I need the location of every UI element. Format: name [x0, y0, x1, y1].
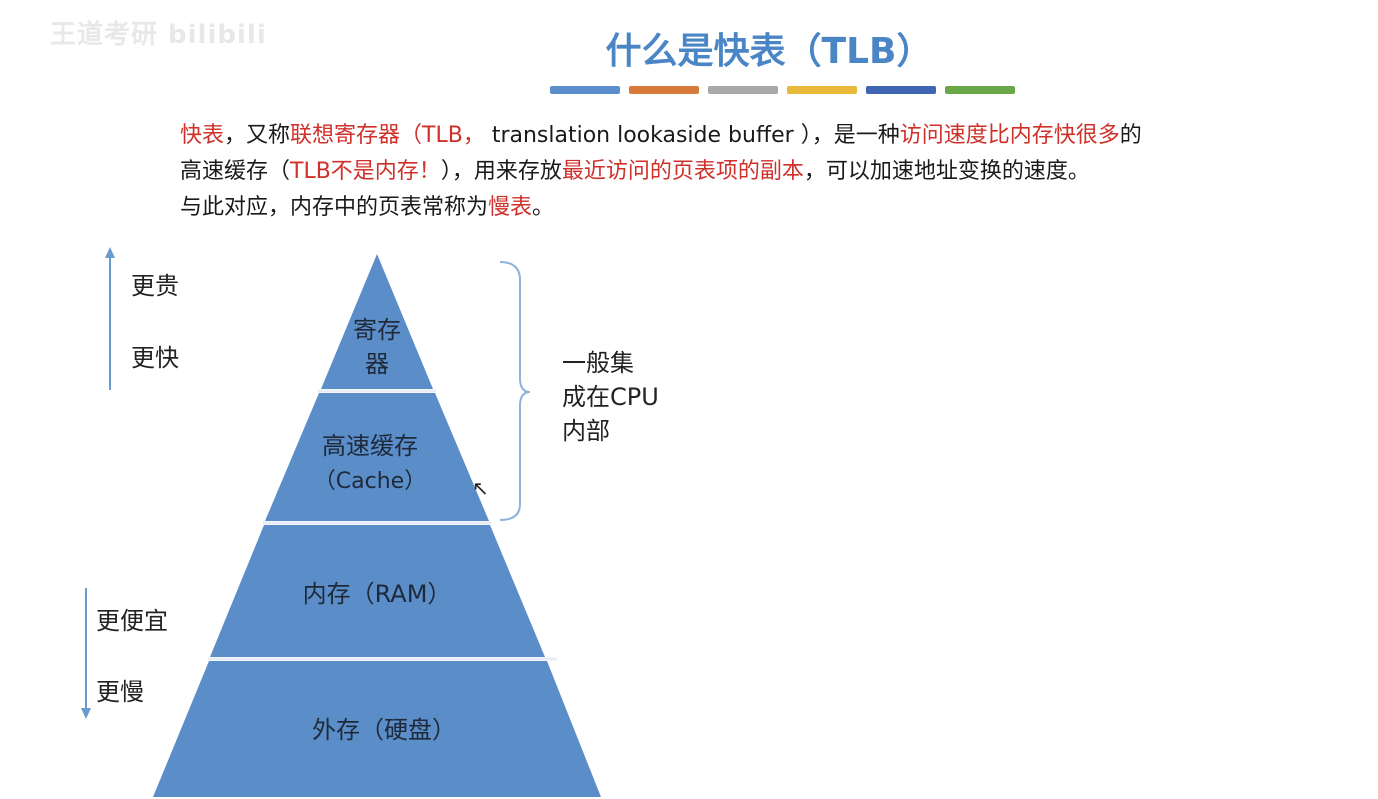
definition-paragraph: 快表，又称联想寄存器（TLB， translation lookaside bu… [180, 118, 1370, 226]
cache-label-line1: 高速缓存 [322, 432, 418, 460]
brace-note: 一般集 成在CPU 内部 [562, 346, 659, 448]
pyramid-layer-register [321, 254, 433, 389]
watermark: 王道考研 bilibili [50, 20, 267, 50]
brace-note-line: 内部 [562, 417, 610, 445]
color-stripe-segment [945, 86, 1015, 94]
highlighted-text: 联想寄存器（TLB， [290, 123, 485, 148]
label-cheaper: 更便宜 [96, 607, 168, 635]
paragraph-line-3: 与此对应，内存中的页表常称为慢表。 [180, 190, 1370, 226]
color-stripe [550, 86, 1015, 94]
highlighted-text: TLB不是内存！ [290, 159, 441, 184]
disk-label: 外存（硬盘） [312, 716, 456, 744]
pyramid-layer-disk [153, 661, 601, 797]
paragraph-text: ，可以加速地址变换的速度。 [803, 159, 1090, 184]
paragraph-line-1: 快表，又称联想寄存器（TLB， translation lookaside bu… [180, 118, 1370, 154]
register-label-line1: 寄存 [353, 316, 401, 344]
down-arrow-icon [81, 708, 91, 719]
color-stripe-segment [708, 86, 778, 94]
slide-title: 什么是快表（TLB） [605, 31, 933, 72]
paragraph-text: 高速缓存（ [180, 159, 291, 184]
label-slower: 更慢 [96, 678, 144, 706]
mouse-cursor-icon: ↖ [472, 476, 489, 500]
paragraph-text: ，又称 [224, 123, 291, 148]
brace-note-line: 一般集 [562, 349, 634, 377]
cache-label-line2: （Cache） [314, 469, 426, 494]
paragraph-text: ），用来存放 [440, 159, 562, 184]
color-stripe-segment [550, 86, 620, 94]
paragraph-text: ），是一种 [800, 123, 900, 148]
ram-label: 内存（RAM） [303, 580, 452, 608]
up-arrow-icon [105, 247, 115, 258]
pyramid-layer-cache [265, 393, 489, 521]
highlighted-text: 访问速度比内存快很多 [899, 123, 1120, 148]
paragraph-line-2: 高速缓存（TLB不是内存！），用来存放最近访问的页表项的副本，可以加速地址变换的… [180, 154, 1370, 190]
right-brace [499, 261, 531, 521]
paragraph-text: 的 [1119, 123, 1142, 148]
paragraph-text: 。 [532, 195, 555, 220]
register-label-line2: 器 [365, 350, 389, 378]
pyramid-layer-ram [210, 525, 545, 657]
paragraph-text: translation lookaside buffer [484, 123, 801, 148]
highlighted-text: 快表 [180, 123, 225, 148]
highlighted-text: 最近访问的页表项的副本 [561, 159, 804, 184]
brace-note-line: 成在CPU [562, 383, 659, 411]
color-stripe-segment [629, 86, 699, 94]
paragraph-text: 与此对应，内存中的页表常称为 [180, 195, 489, 220]
color-stripe-segment [866, 86, 936, 94]
label-faster: 更快 [131, 344, 179, 372]
label-more-expensive: 更贵 [131, 272, 179, 300]
highlighted-text: 慢表 [488, 195, 533, 220]
color-stripe-segment [787, 86, 857, 94]
